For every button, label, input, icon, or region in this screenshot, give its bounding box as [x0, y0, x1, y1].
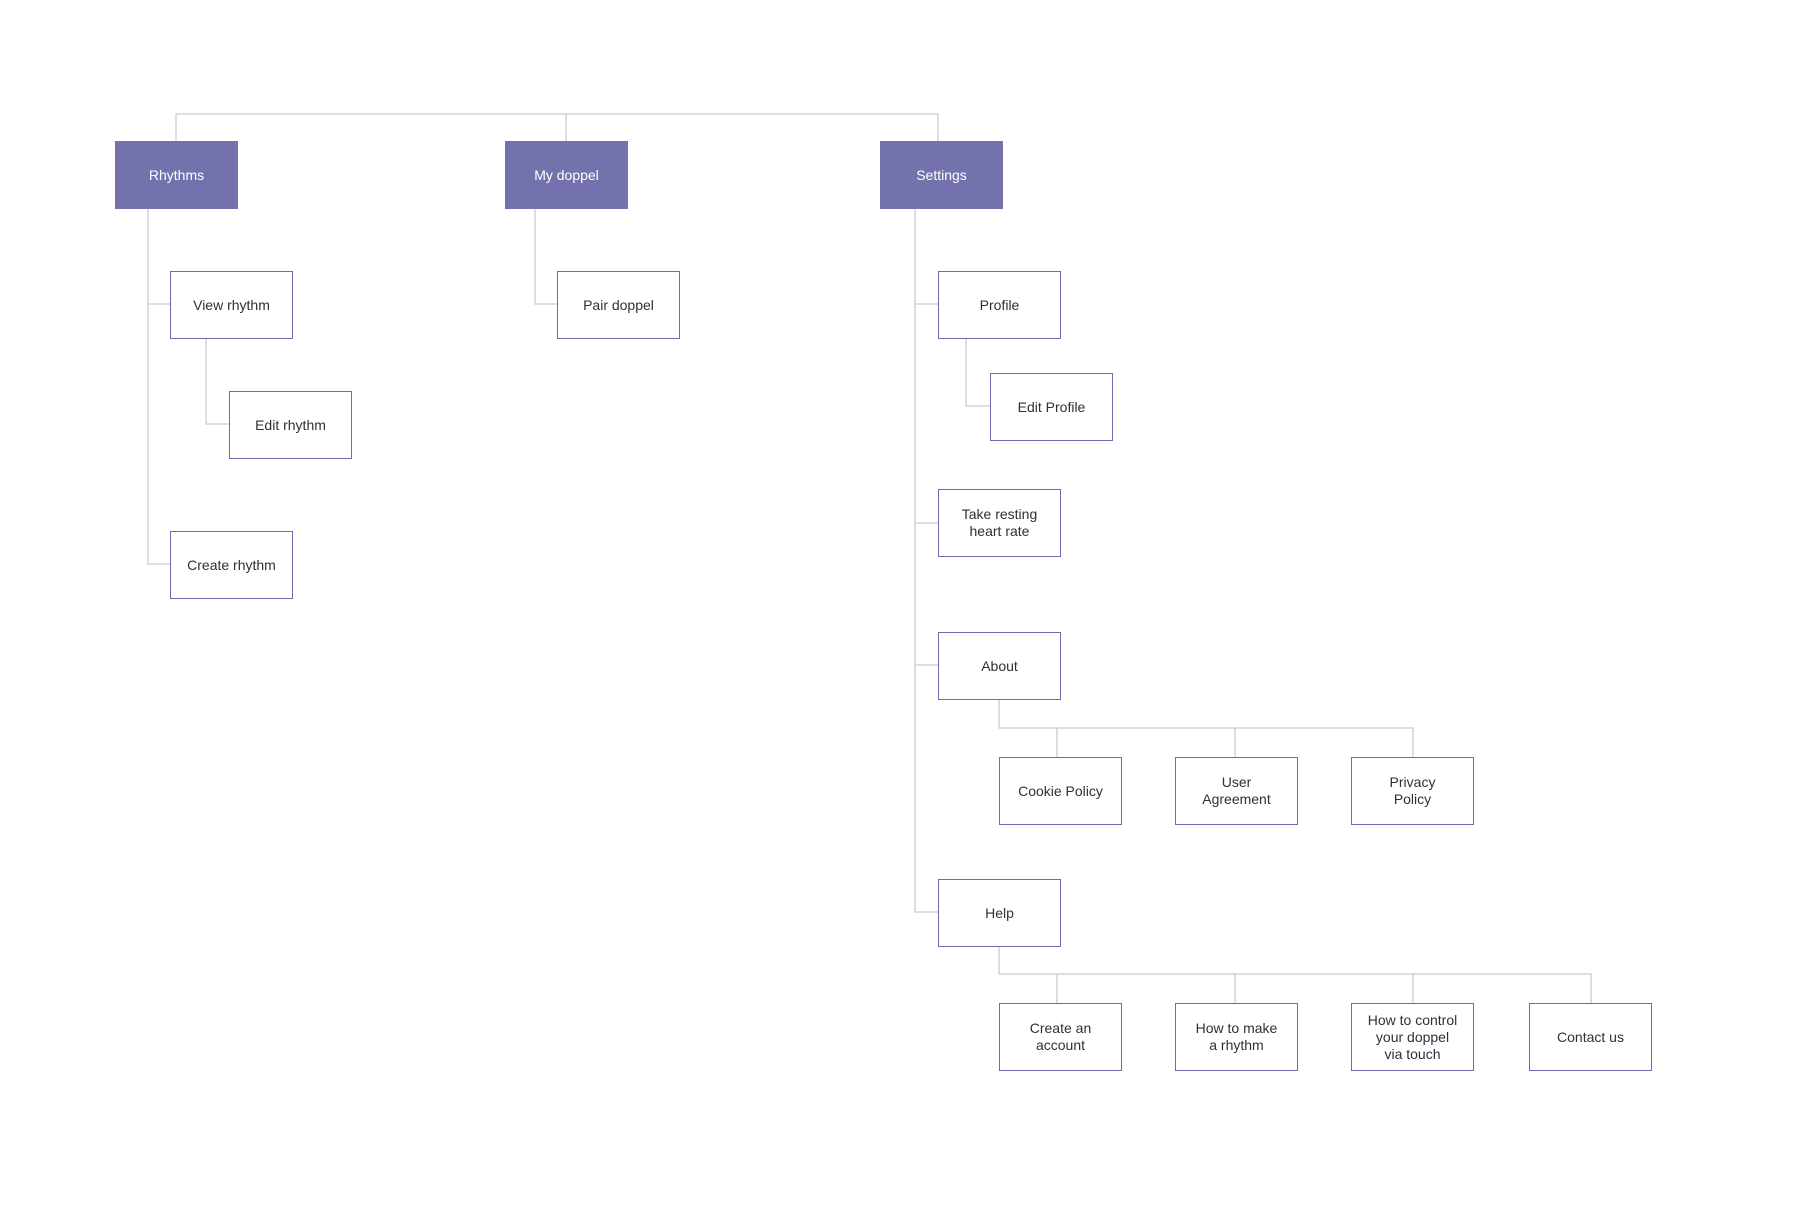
- node-take-resting-heart-rate: Take resting heart rate: [938, 489, 1061, 557]
- node-rhythms: Rhythms: [115, 141, 238, 209]
- top-connector: [175, 113, 939, 141]
- node-view-rhythm: View rhythm: [170, 271, 293, 339]
- rhythms-connector: [147, 209, 170, 565]
- node-create-rhythm: Create rhythm: [170, 531, 293, 599]
- node-edit-rhythm: Edit rhythm: [229, 391, 352, 459]
- about-connector: [998, 700, 1414, 757]
- node-my-doppel: My doppel: [505, 141, 628, 209]
- view-rhythm-connector: [205, 339, 229, 425]
- node-edit-profile: Edit Profile: [990, 373, 1113, 441]
- help-connector: [998, 946, 1592, 1003]
- profile-connector: [965, 339, 990, 407]
- node-user-agreement: User Agreement: [1175, 757, 1298, 825]
- node-settings: Settings: [880, 141, 1003, 209]
- node-help: Help: [938, 879, 1061, 947]
- node-cookie-policy: Cookie Policy: [999, 757, 1122, 825]
- node-contact-us: Contact us: [1529, 1003, 1652, 1071]
- settings-connector: [914, 209, 938, 913]
- my-doppel-connector: [534, 209, 557, 305]
- node-how-to-make-rhythm: How to make a rhythm: [1175, 1003, 1298, 1071]
- node-about: About: [938, 632, 1061, 700]
- node-how-to-control-doppel: How to control your doppel via touch: [1351, 1003, 1474, 1071]
- node-create-account: Create an account: [999, 1003, 1122, 1071]
- node-privacy-policy: Privacy Policy: [1351, 757, 1474, 825]
- node-pair-doppel: Pair doppel: [557, 271, 680, 339]
- node-profile: Profile: [938, 271, 1061, 339]
